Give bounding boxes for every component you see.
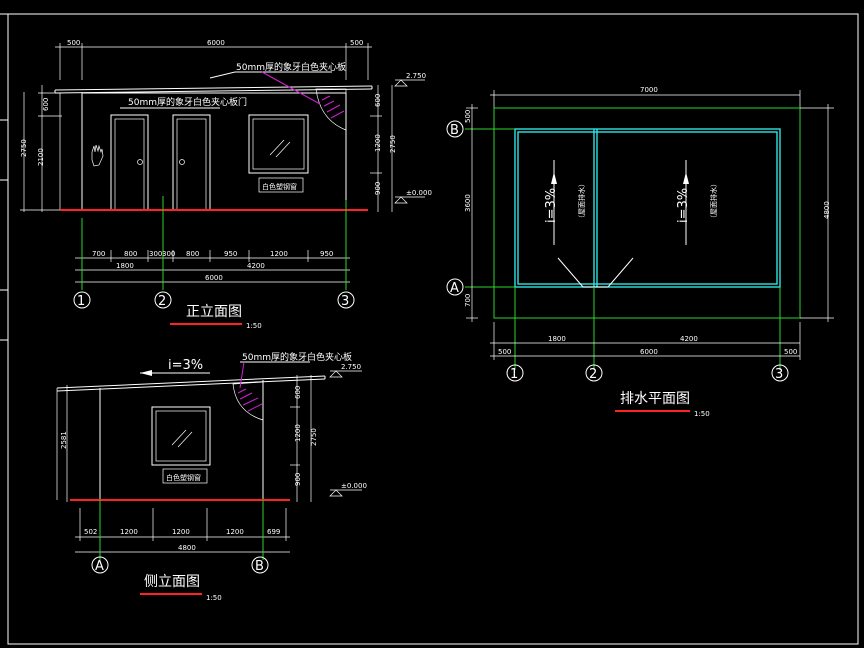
front-elev-top: 2.750 (406, 72, 426, 80)
axis-bubble-B (251, 556, 269, 574)
side-window (151, 406, 211, 466)
side-bottom-dim-1: 502 (84, 528, 97, 536)
front-bottom-dim-1: 700 (92, 250, 105, 258)
axis-bubble-plan-A (446, 278, 464, 296)
plan-scale: 1:50 (694, 410, 710, 418)
svg-text:1: 1 (510, 367, 518, 382)
axis-bubble-1 (73, 291, 91, 309)
axis-bubble-2 (154, 291, 172, 309)
front-top-dim-2: 6000 (207, 39, 225, 47)
front-right-total: 2750 (389, 135, 397, 153)
plan-left-dim-3: 700 (464, 294, 472, 307)
svg-text:A: A (95, 559, 104, 574)
door-right (172, 114, 211, 211)
front-top-dim-3: 500 (350, 39, 363, 47)
front-right-dim-1: 600 (374, 94, 382, 107)
svg-text:1200: 1200 (172, 528, 190, 536)
side-total: 4800 (178, 544, 196, 552)
svg-text:2: 2 (589, 367, 597, 382)
svg-text:950: 950 (224, 250, 237, 258)
svg-text:A: A (450, 281, 459, 296)
plan-left-dim-2: 3600 (464, 194, 472, 212)
svg-text:4200: 4200 (247, 262, 265, 270)
svg-text:3: 3 (341, 294, 349, 309)
side-right-dim-1: 600 (294, 386, 302, 399)
svg-text:500: 500 (498, 348, 511, 356)
svg-text:699: 699 (267, 528, 280, 536)
svg-text:1: 1 (77, 294, 85, 309)
plan-left-dim-1: 500 (464, 110, 472, 123)
svg-text:B: B (450, 123, 459, 138)
front-left-total: 2750 (20, 139, 28, 157)
drainage-plan: 7000 i=3% （屋面排水） i=3% （屋面排水） 500 3600 (446, 86, 834, 418)
svg-text:1200: 1200 (270, 250, 288, 258)
plan-slope-note-right: （屋面排水） (709, 180, 718, 222)
side-scale: 1:50 (206, 594, 222, 602)
plan-bottom-dim-2: 4200 (680, 335, 698, 343)
front-title: 正立面图 (186, 304, 242, 320)
plan-slope-left: i=3% (544, 188, 559, 223)
svg-text:800: 800 (124, 250, 137, 258)
front-left-dim-2: 2100 (37, 148, 45, 166)
side-window-label: 白色塑钢窗 (166, 473, 201, 482)
plan-slope-right: i=3% (676, 188, 691, 223)
side-right-dim-3: 900 (294, 473, 302, 486)
side-elevation: i=3% 白色塑钢窗 50mm厚的象牙白色夹心板 2581 (56, 351, 367, 602)
front-window (248, 114, 309, 174)
front-elevation: 500 6000 500 白色塑钢窗 (20, 39, 432, 330)
side-title: 侧立面图 (144, 574, 200, 590)
hand-icon (91, 144, 104, 167)
drawing-frame (7, 13, 859, 645)
svg-text:2: 2 (158, 294, 166, 309)
side-elev-zero: ±0.000 (341, 482, 367, 490)
front-right-dim-2: 1200 (374, 134, 382, 152)
svg-text:6000: 6000 (640, 348, 658, 356)
svg-text:300: 300 (149, 250, 162, 258)
axis-bubble-plan-1 (506, 364, 524, 382)
front-door-note: 50mm厚的象牙白色夹心板门 (128, 96, 247, 108)
plan-slope-note-left: （屋面排水） (577, 180, 586, 222)
front-left-dim-1: 600 (42, 98, 50, 111)
axis-bubble-A (91, 556, 109, 574)
axis-bubble-3 (337, 291, 355, 309)
front-total: 6000 (205, 274, 223, 282)
plan-bottom-dim-1: 1800 (548, 335, 566, 343)
svg-text:1200: 1200 (120, 528, 138, 536)
front-window-label: 白色塑钢窗 (262, 182, 297, 191)
front-panel-note: 50mm厚的象牙白色夹心板 (236, 61, 346, 73)
svg-text:950: 950 (320, 250, 333, 258)
side-left-total: 2581 (60, 431, 68, 449)
svg-text:1200: 1200 (226, 528, 244, 536)
side-right-dim-2: 1200 (294, 424, 302, 442)
svg-text:500: 500 (784, 348, 797, 356)
front-top-dim-1: 500 (67, 39, 80, 47)
front-elev-zero: ±0.000 (406, 189, 432, 197)
side-right-total: 2750 (310, 428, 318, 446)
svg-text:800: 800 (186, 250, 199, 258)
axis-bubble-plan-B (446, 120, 464, 138)
axis-bubble-plan-2 (585, 364, 603, 382)
axis-bubble-plan-3 (771, 364, 789, 382)
side-slope: i=3% (168, 358, 203, 373)
svg-text:B: B (255, 559, 264, 574)
plan-title: 排水平面图 (620, 391, 690, 407)
side-panel-note: 50mm厚的象牙白色夹心板 (242, 351, 352, 363)
plan-top-dim: 7000 (640, 86, 658, 94)
svg-text:1800: 1800 (116, 262, 134, 270)
svg-text:3: 3 (775, 367, 783, 382)
front-right-dim-3: 900 (374, 182, 382, 195)
front-scale: 1:50 (246, 322, 262, 330)
door-handle-icon (137, 159, 143, 165)
plan-right-dim: 4800 (823, 201, 831, 219)
svg-text:300: 300 (162, 250, 175, 258)
side-elev-top: 2.750 (341, 363, 361, 371)
